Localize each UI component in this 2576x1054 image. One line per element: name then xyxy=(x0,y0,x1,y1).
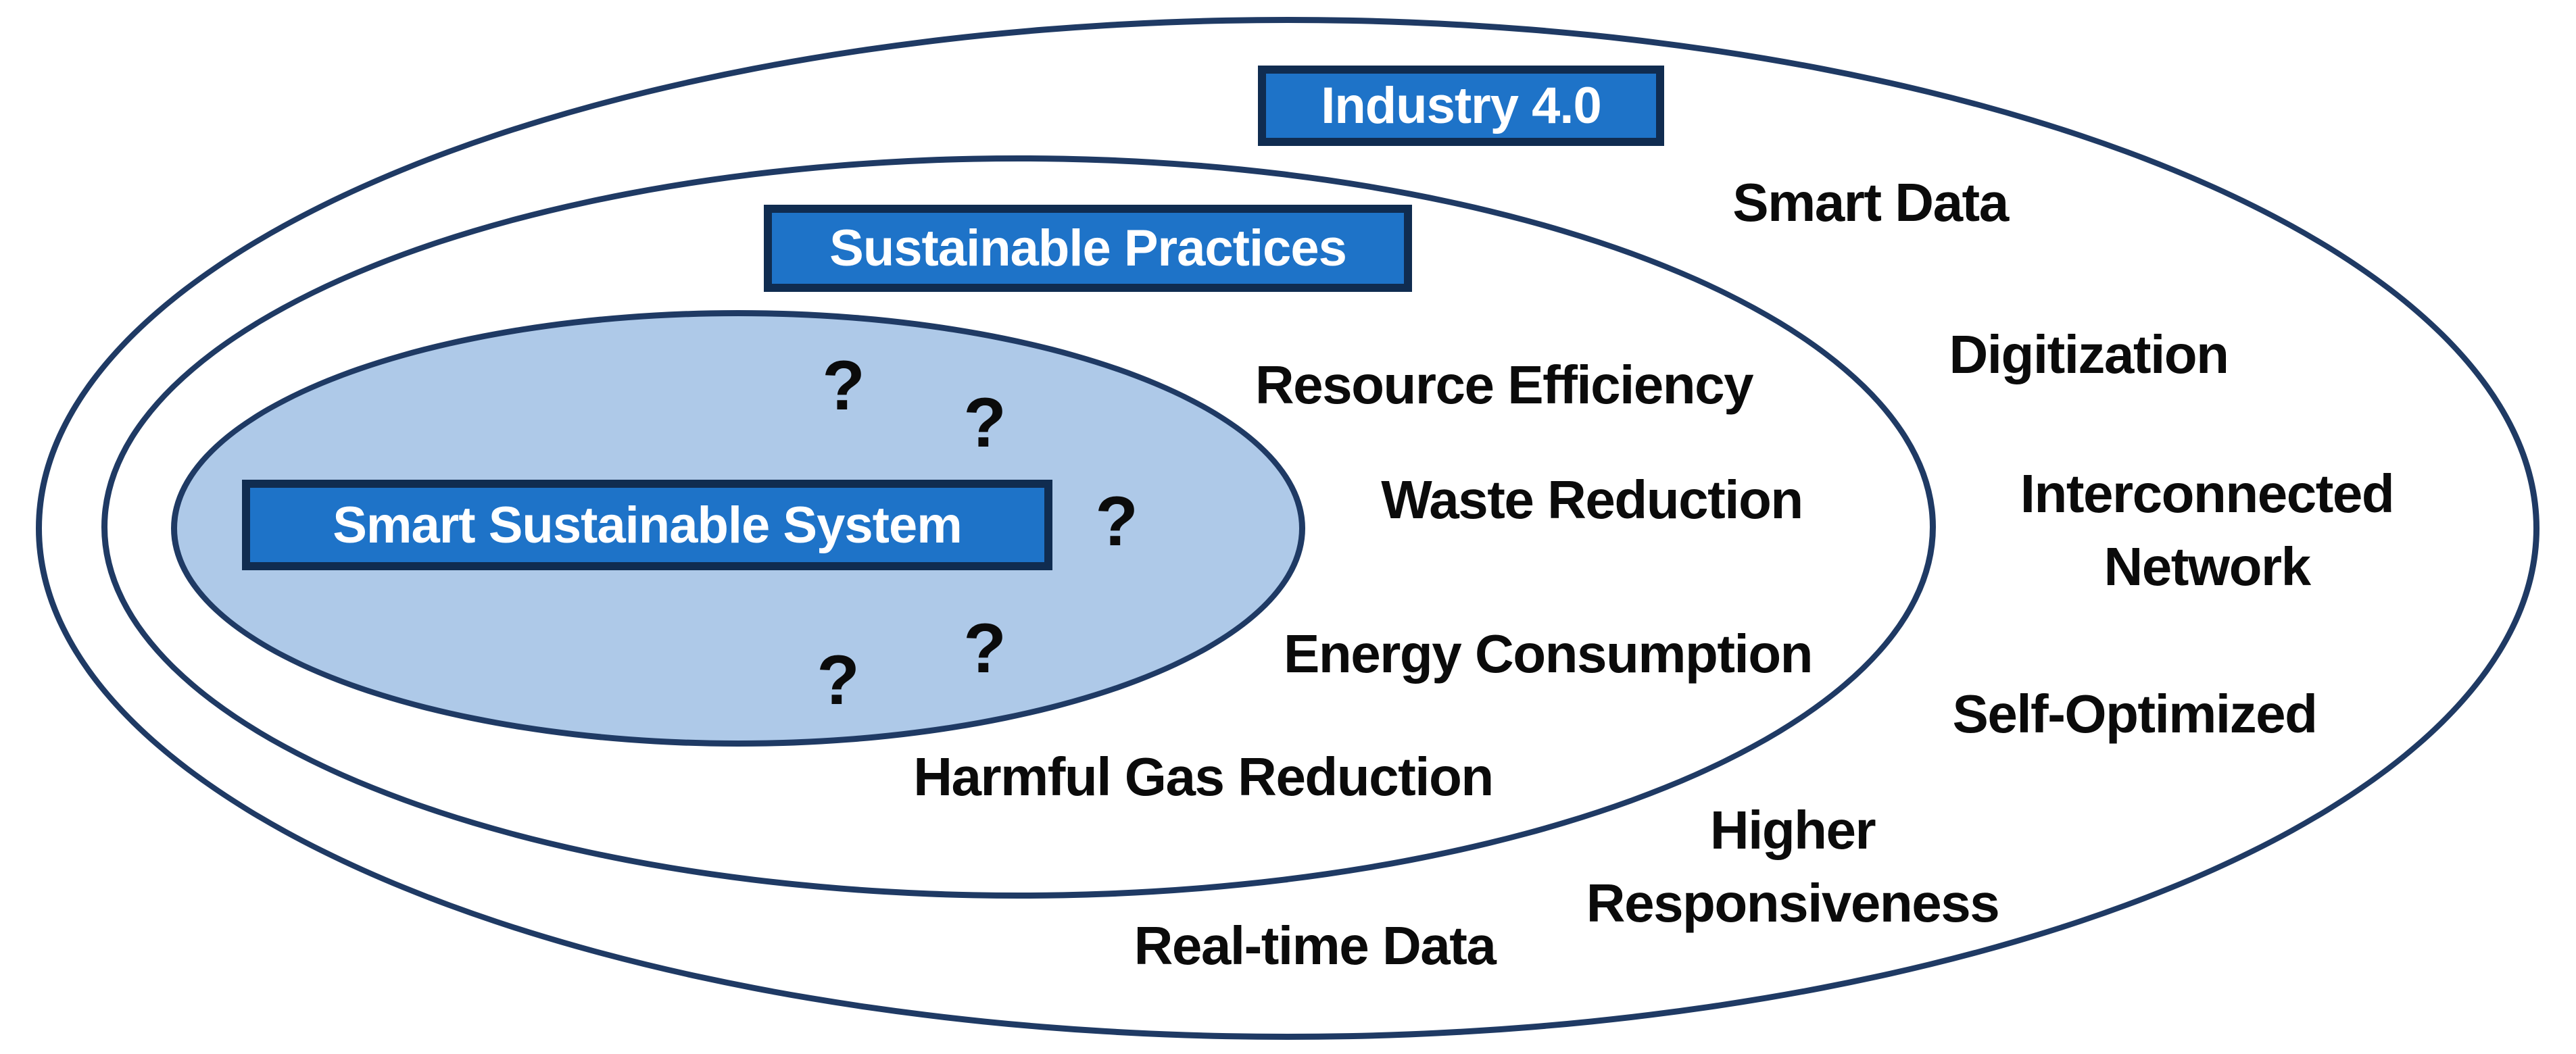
label-harmful-gas-reduction: Harmful Gas Reduction xyxy=(913,747,1494,807)
label-waste-reduction: Waste Reduction xyxy=(1381,470,1803,530)
label-real-time-data: Real-time Data xyxy=(1134,915,1497,976)
industry-4-0-box: Industry 4.0 xyxy=(1258,66,1664,146)
label-self-optimized: Self-Optimized xyxy=(1952,684,2318,744)
label-digitization: Digitization xyxy=(1949,324,2229,384)
smart-sustainable-system-label: Smart Sustainable System xyxy=(333,496,963,554)
label-higher-responsiveness: Higher Responsiveness xyxy=(1586,800,2000,933)
question-mark-5: ? xyxy=(817,641,860,720)
sustainable-practices-ellipse xyxy=(101,155,1936,899)
industry-4-0-label: Industry 4.0 xyxy=(1321,77,1602,134)
label-energy-consumption: Energy Consumption xyxy=(1284,624,1813,684)
question-mark-3: ? xyxy=(1095,482,1138,561)
industry-4-0-ellipse xyxy=(36,17,2539,1040)
smart-sustainable-system-box: Smart Sustainable System xyxy=(242,480,1052,570)
question-mark-1: ? xyxy=(822,347,865,425)
question-mark-4: ? xyxy=(963,609,1006,688)
label-interconnected-network: Interconnected Network xyxy=(2020,463,2395,597)
sustainable-practices-box: Sustainable Practices xyxy=(764,205,1412,292)
label-resource-efficiency: Resource Efficiency xyxy=(1255,355,1754,415)
question-mark-2: ? xyxy=(963,384,1006,462)
sustainable-practices-label: Sustainable Practices xyxy=(829,220,1347,277)
label-smart-data: Smart Data xyxy=(1732,172,2009,232)
